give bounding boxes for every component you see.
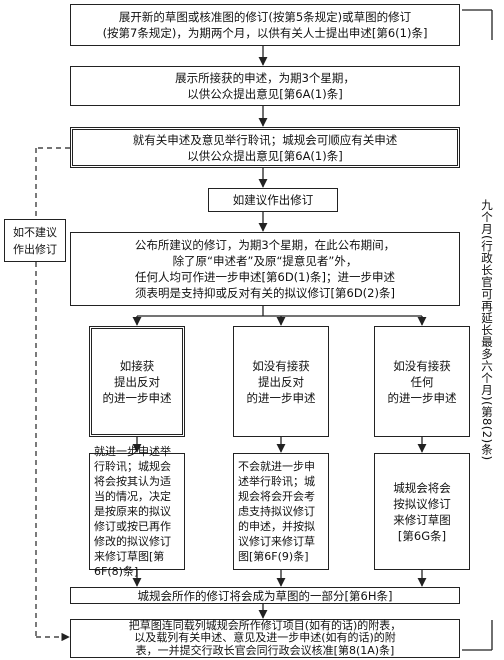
step-4-if-amendment-proposed: 如建议作出修订 [208, 188, 338, 212]
step-7b-no-hearing-amend-plan: 不会就进一步申述举行聆讯；城规会将会开会考虑支持拟议修订的申述，并按拟议修订来修… [233, 453, 329, 570]
step-1-exhibit-plan: 展开新的草图或核准图的修订(按第5条规定)或草图的修订 (按第7条规定)，为期两… [70, 4, 460, 46]
step-8-amendments-part-of-plan: 城规会所作的修订将会成为草图的一部分[第6H条] [70, 587, 460, 604]
step-6b-no-adverse-further-representations: 如没有接获 提出反对 的进一步申述 [233, 326, 329, 437]
step-3-hearing: 就有关申述及意见举行聆讯；城规会可顺应有关申述 以供公众提出意见[第6A(1)条… [70, 127, 460, 168]
step-5-publish-proposed-amendments: 公布所建议的修订，为期3个星期，在此公布期间， 除了原“申述者”及原“提意见者”… [70, 232, 460, 306]
timeline-note-text: 九个月(行政长官可再延长最多六个月)(第8(2)条) [480, 199, 494, 461]
step-7a-hearing-further-representations: 就进一步申述举行聆讯；城规会将会按其认为适当的情况，决定是按原来的拟议修订或按已… [89, 445, 185, 578]
step-6a-adverse-further-representations: 如接获 提出反对 的进一步申述 [89, 326, 185, 437]
step-9-submit-for-approval: 把草图连同载列城规会所作修订项目(如有的话)的附表， 以及载列有关申述、意见及进… [70, 619, 460, 658]
step-2-publish-representations: 展示所接获的申述，为期3个星期， 以供公众提出意见[第6A(1)条] [70, 66, 460, 106]
step-7c-amend-plan: 城规会将会 按拟议修订 来修订草图 [第6G条] [374, 453, 470, 570]
left-note-no-amendment: 如不建议 作出修订 [4, 219, 66, 262]
step-6c-no-further-representations: 如没有接获 任何 的进一步申述 [374, 326, 470, 437]
timeline-note: 九个月(行政长官可再延长最多六个月)(第8(2)条) [476, 40, 498, 620]
